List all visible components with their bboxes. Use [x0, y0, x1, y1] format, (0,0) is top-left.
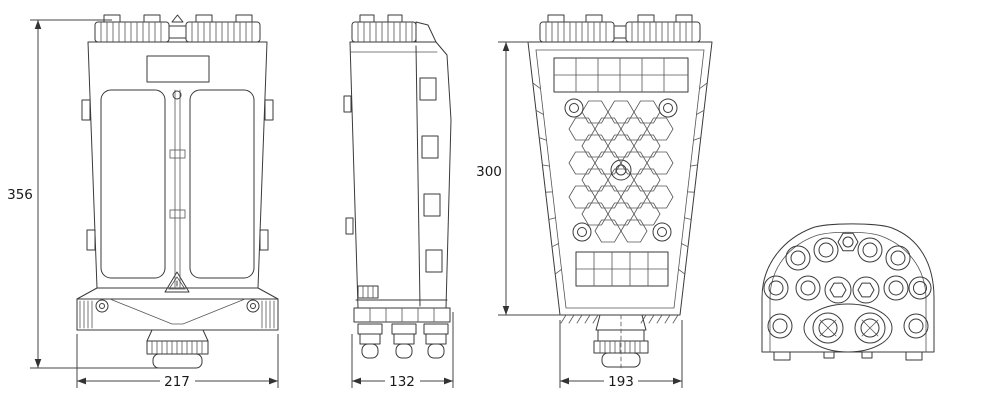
side-depth-dimension: 132 [351, 312, 454, 390]
front-view-drawing [76, 14, 279, 369]
dimension-label-back-height: 300 [476, 164, 502, 180]
back-width-dimension: 193 [559, 320, 683, 390]
bottom-port-view-drawing [761, 223, 935, 361]
side-view-drawing [343, 14, 452, 359]
honeycomb-rib-pattern [568, 100, 674, 243]
warning-triangle-icon [164, 271, 190, 293]
front-height-dimension: 356 [7, 19, 158, 369]
dimension-label-front-height: 356 [7, 187, 33, 203]
front-width-dimension: 217 [76, 334, 279, 390]
back-view-drawing [527, 14, 713, 371]
dimension-label-back-width: 193 [608, 374, 634, 390]
back-height-dimension: 300 [476, 41, 561, 316]
dimension-label-side-depth: 132 [389, 374, 415, 390]
dimension-label-front-width: 217 [164, 374, 190, 390]
